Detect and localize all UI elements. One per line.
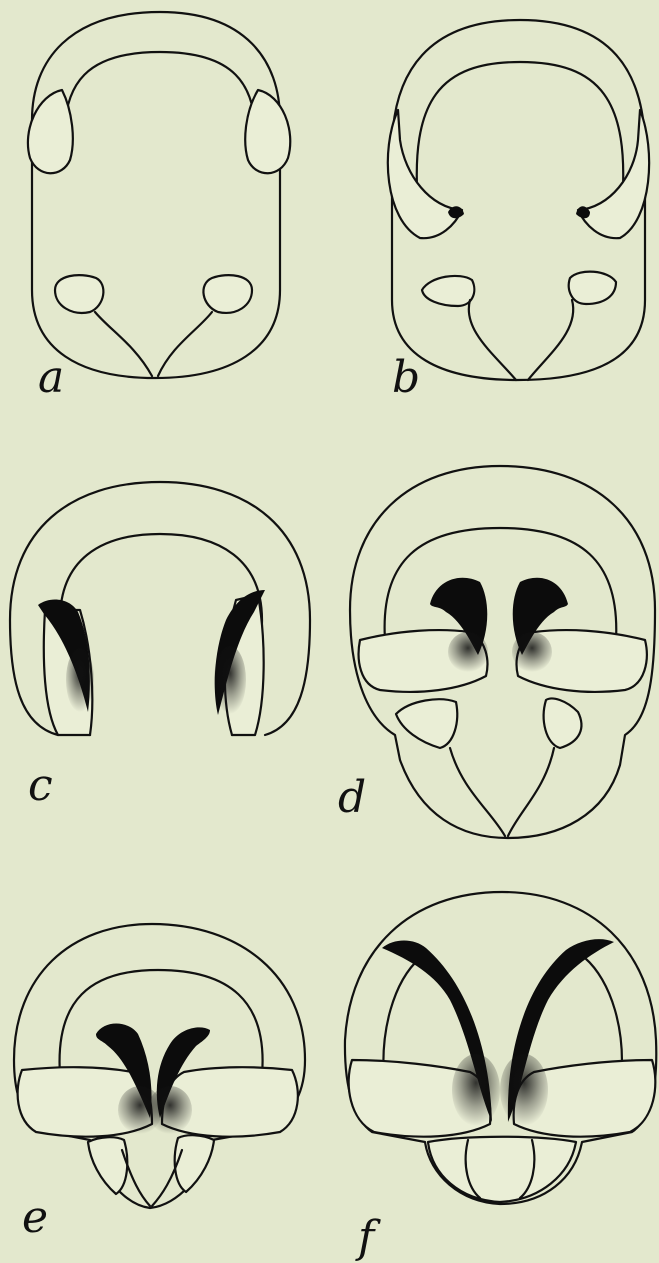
figure-b-inner-arch bbox=[417, 62, 623, 205]
figure-c-left-stipple bbox=[66, 648, 94, 712]
figure-f-lower-body bbox=[428, 1137, 576, 1202]
label-f: f bbox=[355, 1212, 381, 1263]
figure-c bbox=[10, 482, 310, 735]
figure-a-left-lower-lobe bbox=[55, 275, 103, 313]
label-c: c bbox=[28, 760, 53, 811]
figure-b-left-lower-lobe bbox=[422, 276, 474, 306]
figure-d bbox=[350, 466, 655, 838]
figure-d-left-stipple bbox=[448, 632, 488, 672]
figure-e bbox=[14, 924, 305, 1208]
figure-b-right-horn bbox=[578, 110, 649, 238]
figure-d-right-lower-lobe bbox=[544, 699, 582, 749]
figure-e-right-stipple bbox=[148, 1086, 192, 1134]
figure-a-right-lower-lobe bbox=[203, 275, 252, 313]
figure-c-right-stipple bbox=[214, 646, 246, 714]
figure-f bbox=[345, 892, 656, 1204]
figure-d-inner-arch bbox=[385, 528, 617, 640]
figure-e-outer-outline bbox=[14, 924, 305, 1208]
figure-f-left-stipple bbox=[452, 1054, 500, 1126]
figure-b-right-valve bbox=[528, 300, 573, 380]
label-e: e bbox=[22, 1192, 48, 1243]
figure-a-left-valve bbox=[95, 312, 152, 376]
figure-a-inner-arch bbox=[64, 52, 255, 150]
label-a: a bbox=[38, 352, 64, 403]
figure-d-left-valve bbox=[450, 748, 505, 836]
label-d: d bbox=[338, 772, 366, 823]
figure-b-right-lower-lobe bbox=[569, 272, 616, 304]
figure-a-left-lobe bbox=[28, 90, 73, 173]
figure-f-right-stipple bbox=[500, 1054, 548, 1126]
figure-a bbox=[28, 12, 290, 378]
figure-b bbox=[388, 20, 649, 380]
figure-a-right-lobe bbox=[245, 90, 290, 173]
figure-a-outer-outline bbox=[32, 12, 280, 378]
figure-b-left-valve bbox=[469, 300, 516, 380]
label-b: b bbox=[392, 352, 420, 403]
figure-d-right-valve bbox=[508, 748, 554, 836]
figure-d-left-lower-lobe bbox=[396, 699, 457, 748]
figure-d-right-stipple bbox=[512, 632, 552, 672]
figure-e-inner-arch bbox=[60, 970, 263, 1075]
figure-a-right-valve bbox=[158, 312, 212, 376]
figure-e-left-lower-lobe bbox=[88, 1137, 127, 1194]
figure-b-left-horn bbox=[388, 110, 462, 238]
figure-e-right-lower-lobe bbox=[175, 1135, 214, 1192]
